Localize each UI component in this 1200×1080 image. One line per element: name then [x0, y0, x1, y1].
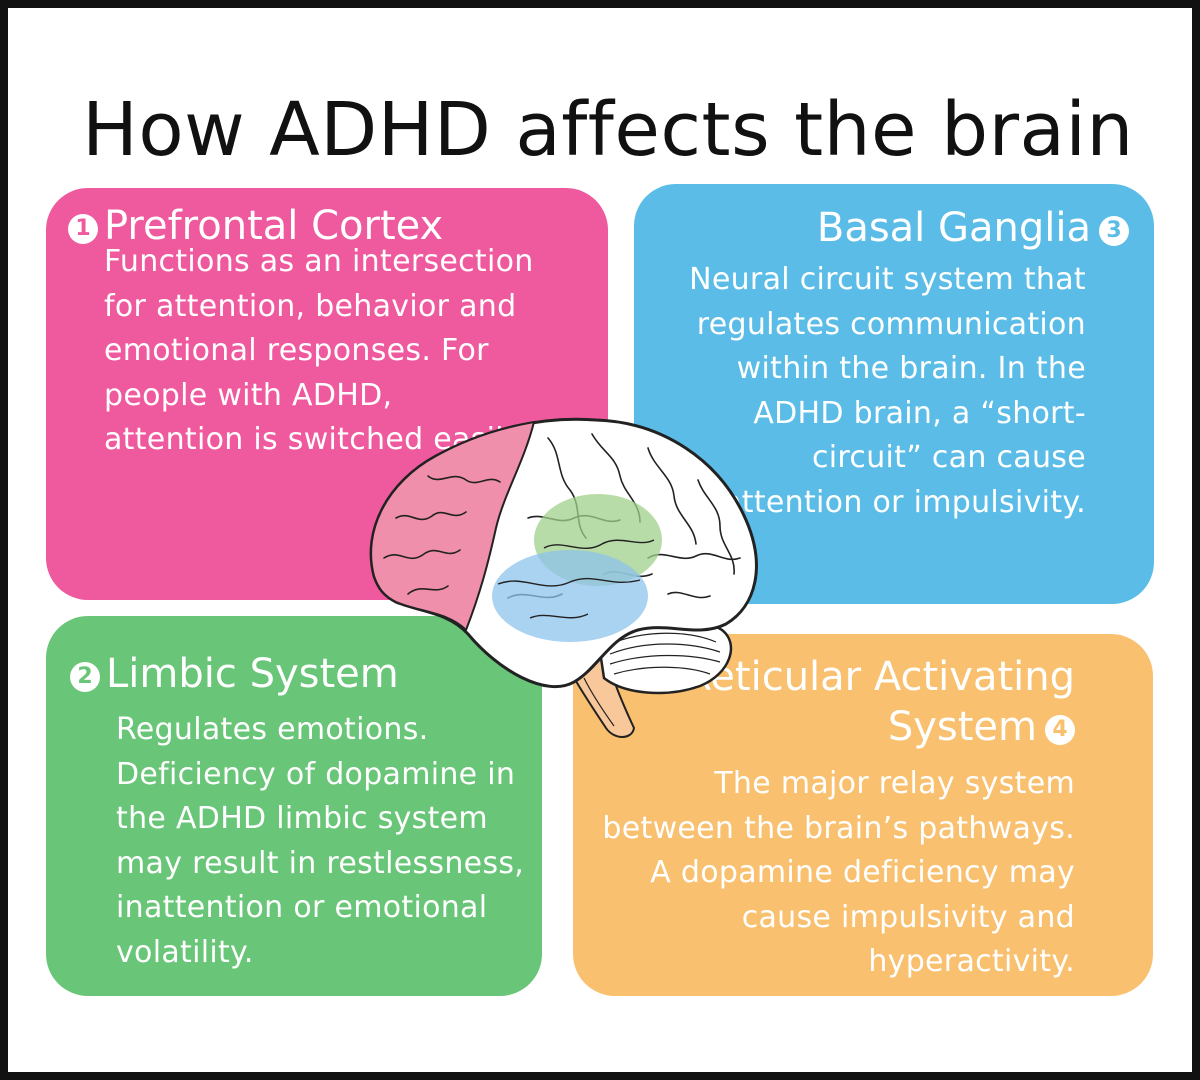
region-description: Regulates emotions. Deficiency of dopami… — [116, 712, 525, 970]
region-name: Basal Ganglia — [816, 205, 1091, 251]
number-badge: 4 — [1045, 715, 1075, 745]
brain-illustration-icon — [369, 417, 758, 738]
region-description: Neural circuit system that regulates com… — [689, 262, 1086, 520]
region-name: Prefrontal Cortex — [104, 203, 444, 249]
panel-heading: Basal Ganglia 3 — [817, 204, 1129, 252]
number-badge: 1 — [68, 214, 98, 244]
number-badge: 3 — [1099, 216, 1129, 246]
prefrontal-cortex-highlight — [370, 420, 536, 632]
region-name: Reticular Activating System — [684, 654, 1075, 750]
page-title: How ADHD affects the brain — [82, 87, 1134, 173]
number-badge: 2 — [70, 662, 100, 692]
region-name: Limbic System — [106, 651, 399, 697]
limbic-system-highlight — [492, 550, 648, 642]
region-description: Functions as an intersection for attenti… — [104, 244, 534, 457]
region-description: The major relay system between the brain… — [602, 766, 1075, 979]
